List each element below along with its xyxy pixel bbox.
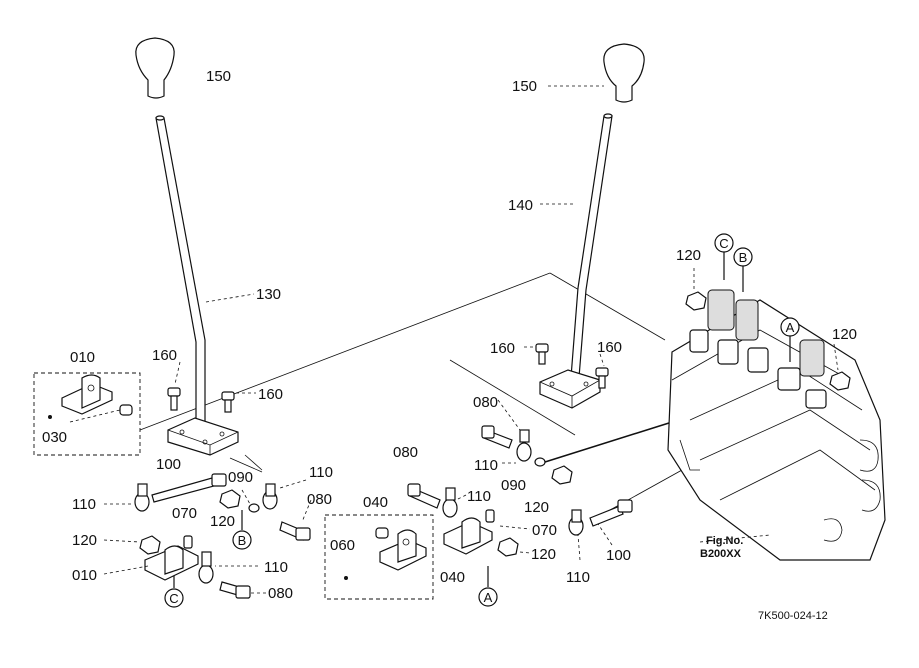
label-110-upper: 110: [474, 457, 498, 474]
label-160-left-top: 160: [152, 347, 177, 364]
label-110-left-right: 110: [309, 464, 333, 481]
label-120-valve-left: 120: [676, 247, 701, 264]
label-110-right: 110: [566, 569, 590, 586]
callout-c-bottom: C: [169, 591, 178, 606]
label-080-left-low: 080: [268, 585, 293, 602]
middle-linkage-parts: [407, 425, 633, 557]
label-110-mid: 110: [467, 488, 491, 505]
callout-a-bottom: A: [484, 590, 493, 605]
label-160-right-a: 160: [490, 340, 515, 357]
control-valve-block: [667, 289, 886, 561]
drawing-code: 7K500-024-12: [758, 610, 828, 622]
label-070-left: 070: [172, 505, 197, 522]
fig-no-value: B200XX: [700, 548, 742, 560]
right-bolts-160: [535, 343, 609, 389]
label-040-box: 040: [363, 494, 388, 511]
label-010-box: 010: [70, 349, 95, 366]
label-080-left: 080: [307, 491, 332, 508]
leader-lines: [69, 85, 839, 594]
label-150-right: 150: [512, 78, 537, 95]
bracket-group-010: [33, 372, 141, 456]
label-110-left: 110: [72, 496, 96, 513]
label-130: 130: [256, 286, 281, 303]
fig-no-label: Fig.No.: [706, 535, 743, 547]
label-070-mid: 070: [532, 522, 557, 539]
label-090-upper: 090: [501, 477, 526, 494]
label-160-left-right: 160: [258, 386, 283, 403]
label-120-valve-right: 120: [832, 326, 857, 343]
callout-b-bottom: B: [238, 533, 247, 548]
bracket-group-040: [324, 514, 434, 600]
left-lever-base-plate: [167, 417, 239, 456]
callout-c-top: C: [719, 236, 728, 251]
label-060: 060: [330, 537, 355, 554]
label-040-mid: 040: [440, 569, 465, 586]
left-lever-knob-150: [135, 37, 175, 99]
right-lever-base-plate: [539, 369, 601, 409]
callout-a-top: A: [786, 320, 795, 335]
label-110-left-low: 110: [264, 559, 288, 576]
label-080-mid: 080: [393, 444, 418, 461]
label-160-right-b: 160: [597, 339, 622, 356]
label-030: 030: [42, 429, 67, 446]
left-linkage-parts: [134, 473, 311, 599]
label-140: 140: [508, 197, 533, 214]
label-100-right: 100: [606, 547, 631, 564]
label-120-left-low: 120: [72, 532, 97, 549]
right-lever-knob-150: [603, 43, 645, 103]
callout-b-top: B: [739, 250, 748, 265]
label-120-mid: 120: [531, 546, 556, 563]
label-010-low: 010: [72, 567, 97, 584]
left-lever-rod-130: [155, 115, 206, 429]
label-120-upper: 120: [524, 499, 549, 516]
label-100-left: 100: [156, 456, 181, 473]
callout-markers: [164, 233, 800, 608]
label-120-left-mid: 120: [210, 513, 235, 530]
label-080-upper: 080: [473, 394, 498, 411]
left-bolts-160: [167, 387, 235, 413]
label-090-left: 090: [228, 469, 253, 486]
label-150-left: 150: [206, 68, 231, 85]
